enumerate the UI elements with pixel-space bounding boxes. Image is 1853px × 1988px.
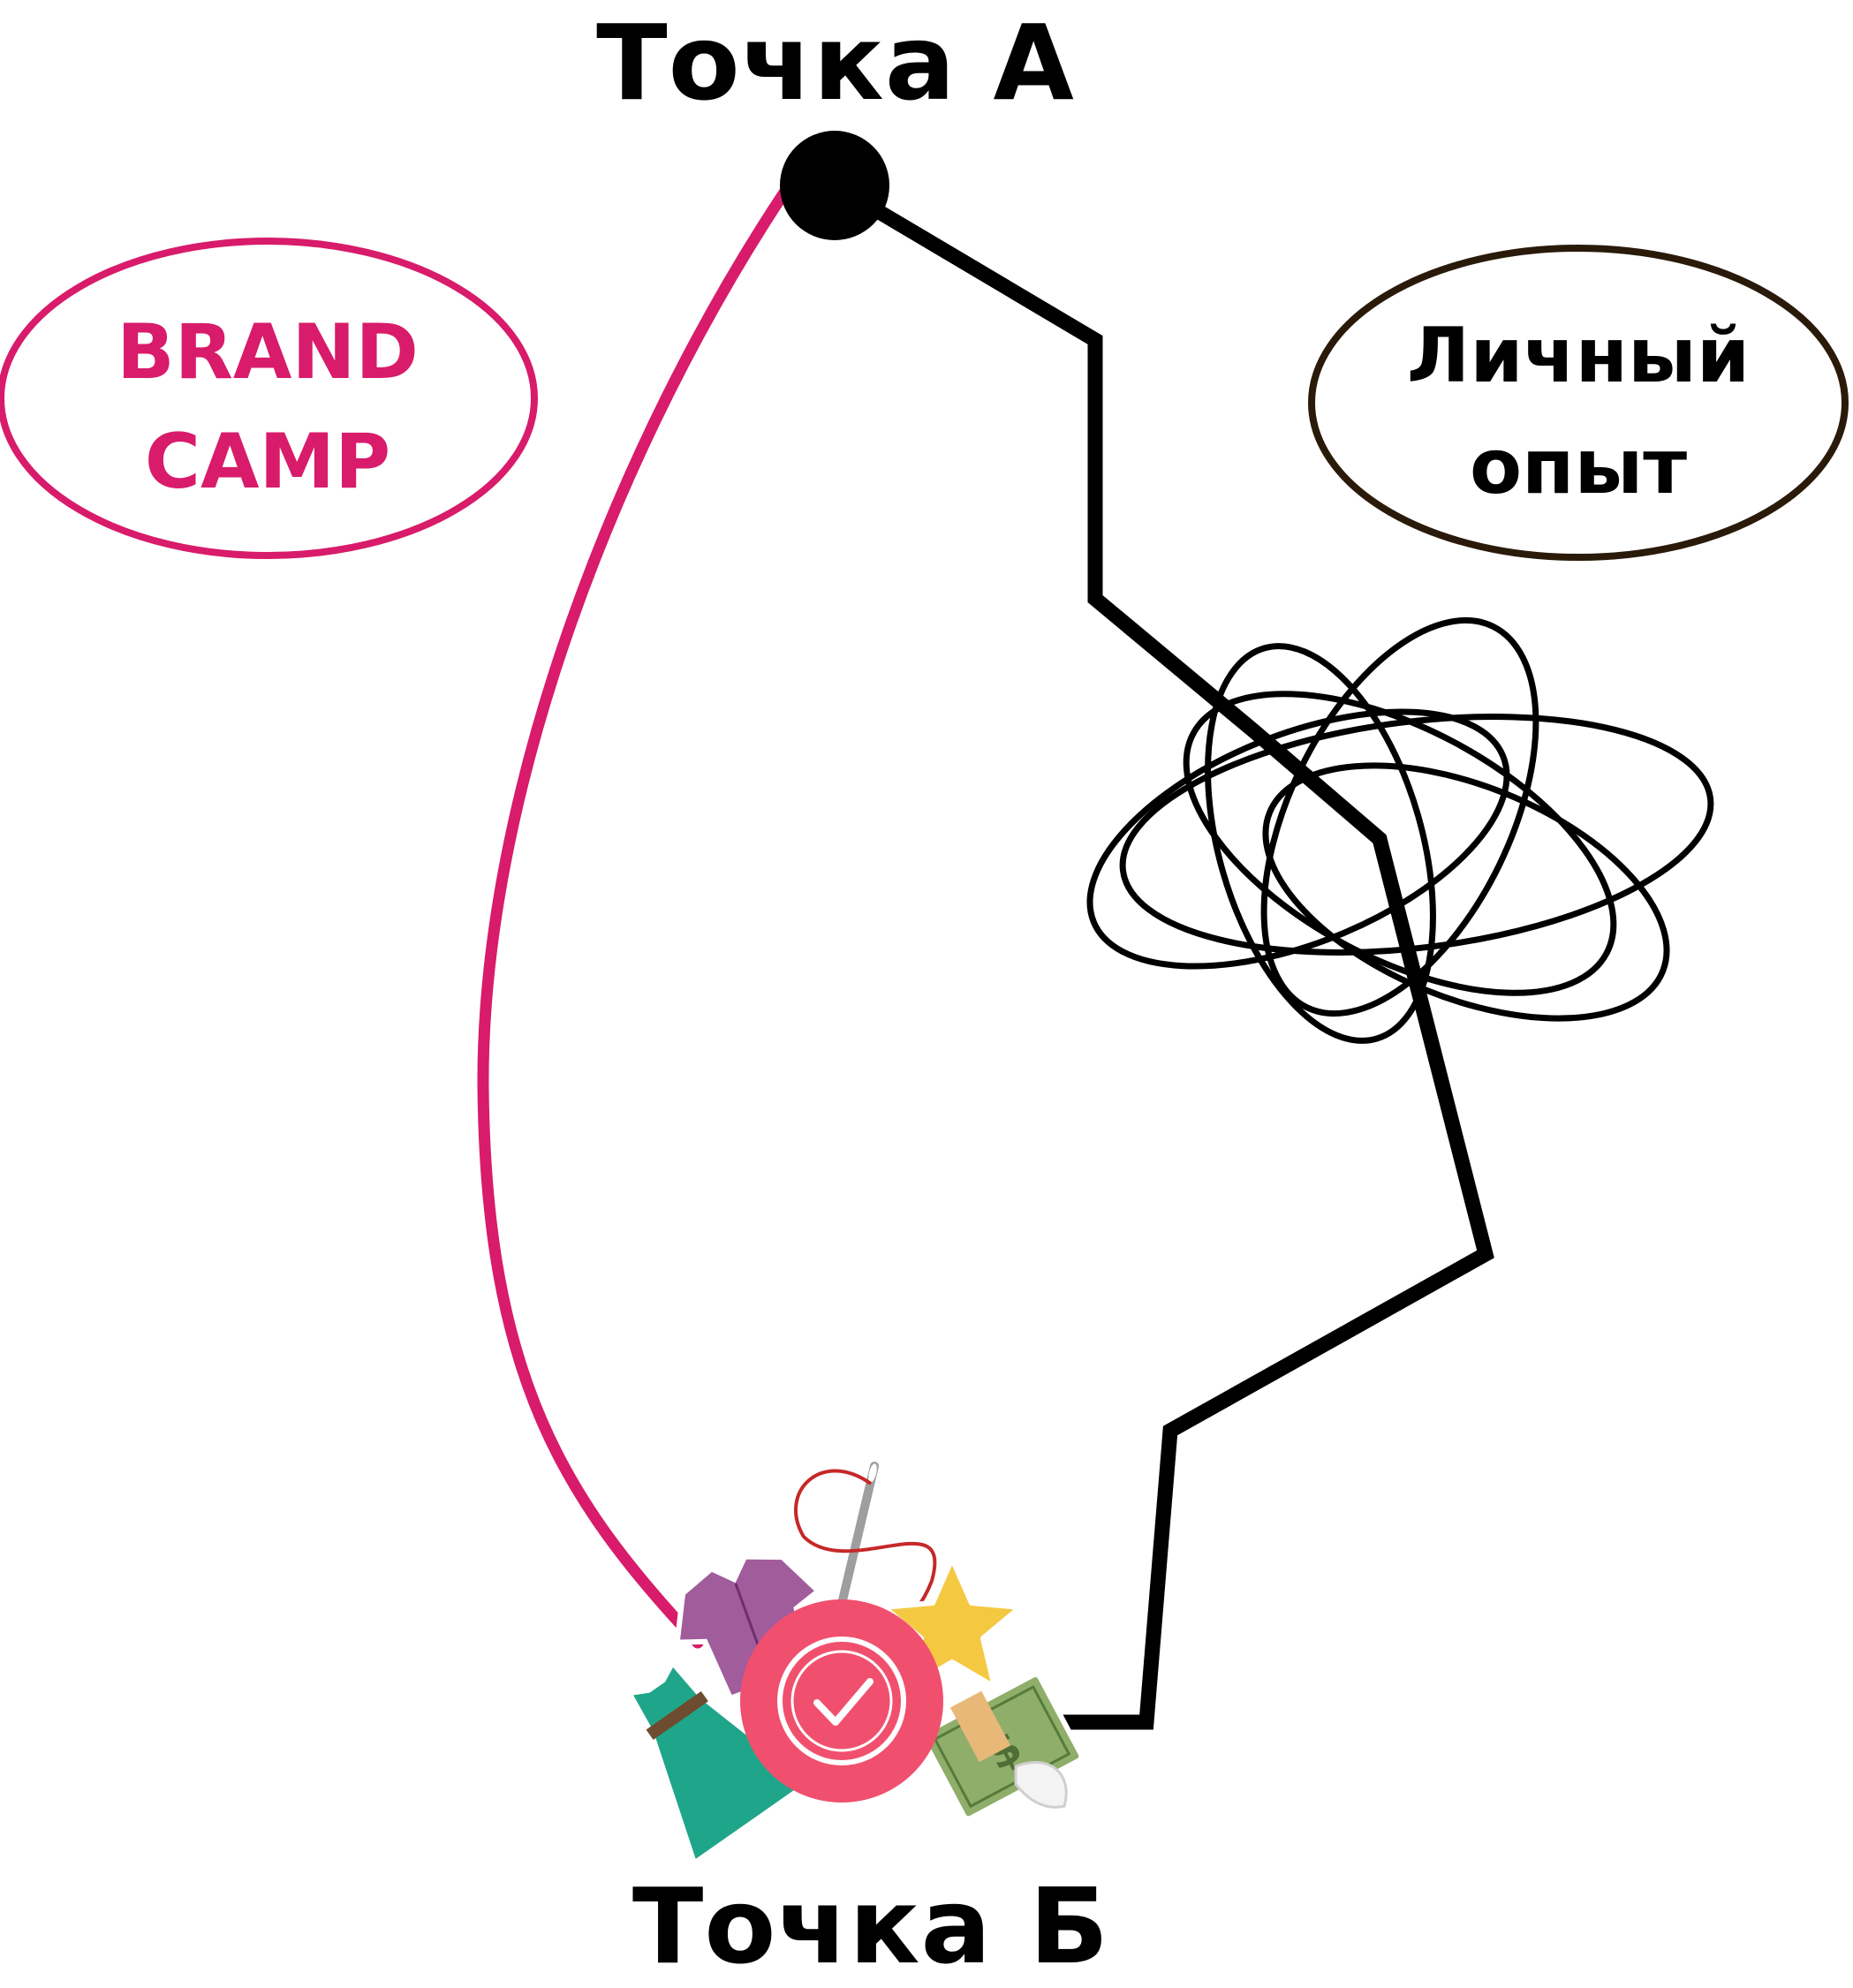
brand-camp-line1: BRAND (117, 308, 419, 397)
personal-experience-path (830, 178, 1494, 1730)
personal-experience-line1: Личный (1407, 312, 1750, 400)
point-b-icon-cluster: $ (624, 1462, 1085, 1868)
dress-icon (624, 1658, 815, 1868)
personal-experience-line2: опыт (1470, 423, 1687, 511)
point-a-dot (780, 131, 889, 240)
check-badge-icon (740, 1599, 943, 1803)
personal-experience-oval: Личный опыт (1308, 245, 1849, 561)
point-b-label: Точка Б (632, 1865, 1109, 1987)
brand-camp-path (477, 184, 792, 1649)
tangle-scribble (1086, 616, 1714, 1044)
brand-camp-line2: CAMP (145, 418, 390, 506)
money-wings-icon: $ (919, 1671, 1085, 1822)
brand-camp-oval: BRAND CAMP (0, 238, 538, 559)
point-a-label: Точка А (596, 2, 1075, 124)
